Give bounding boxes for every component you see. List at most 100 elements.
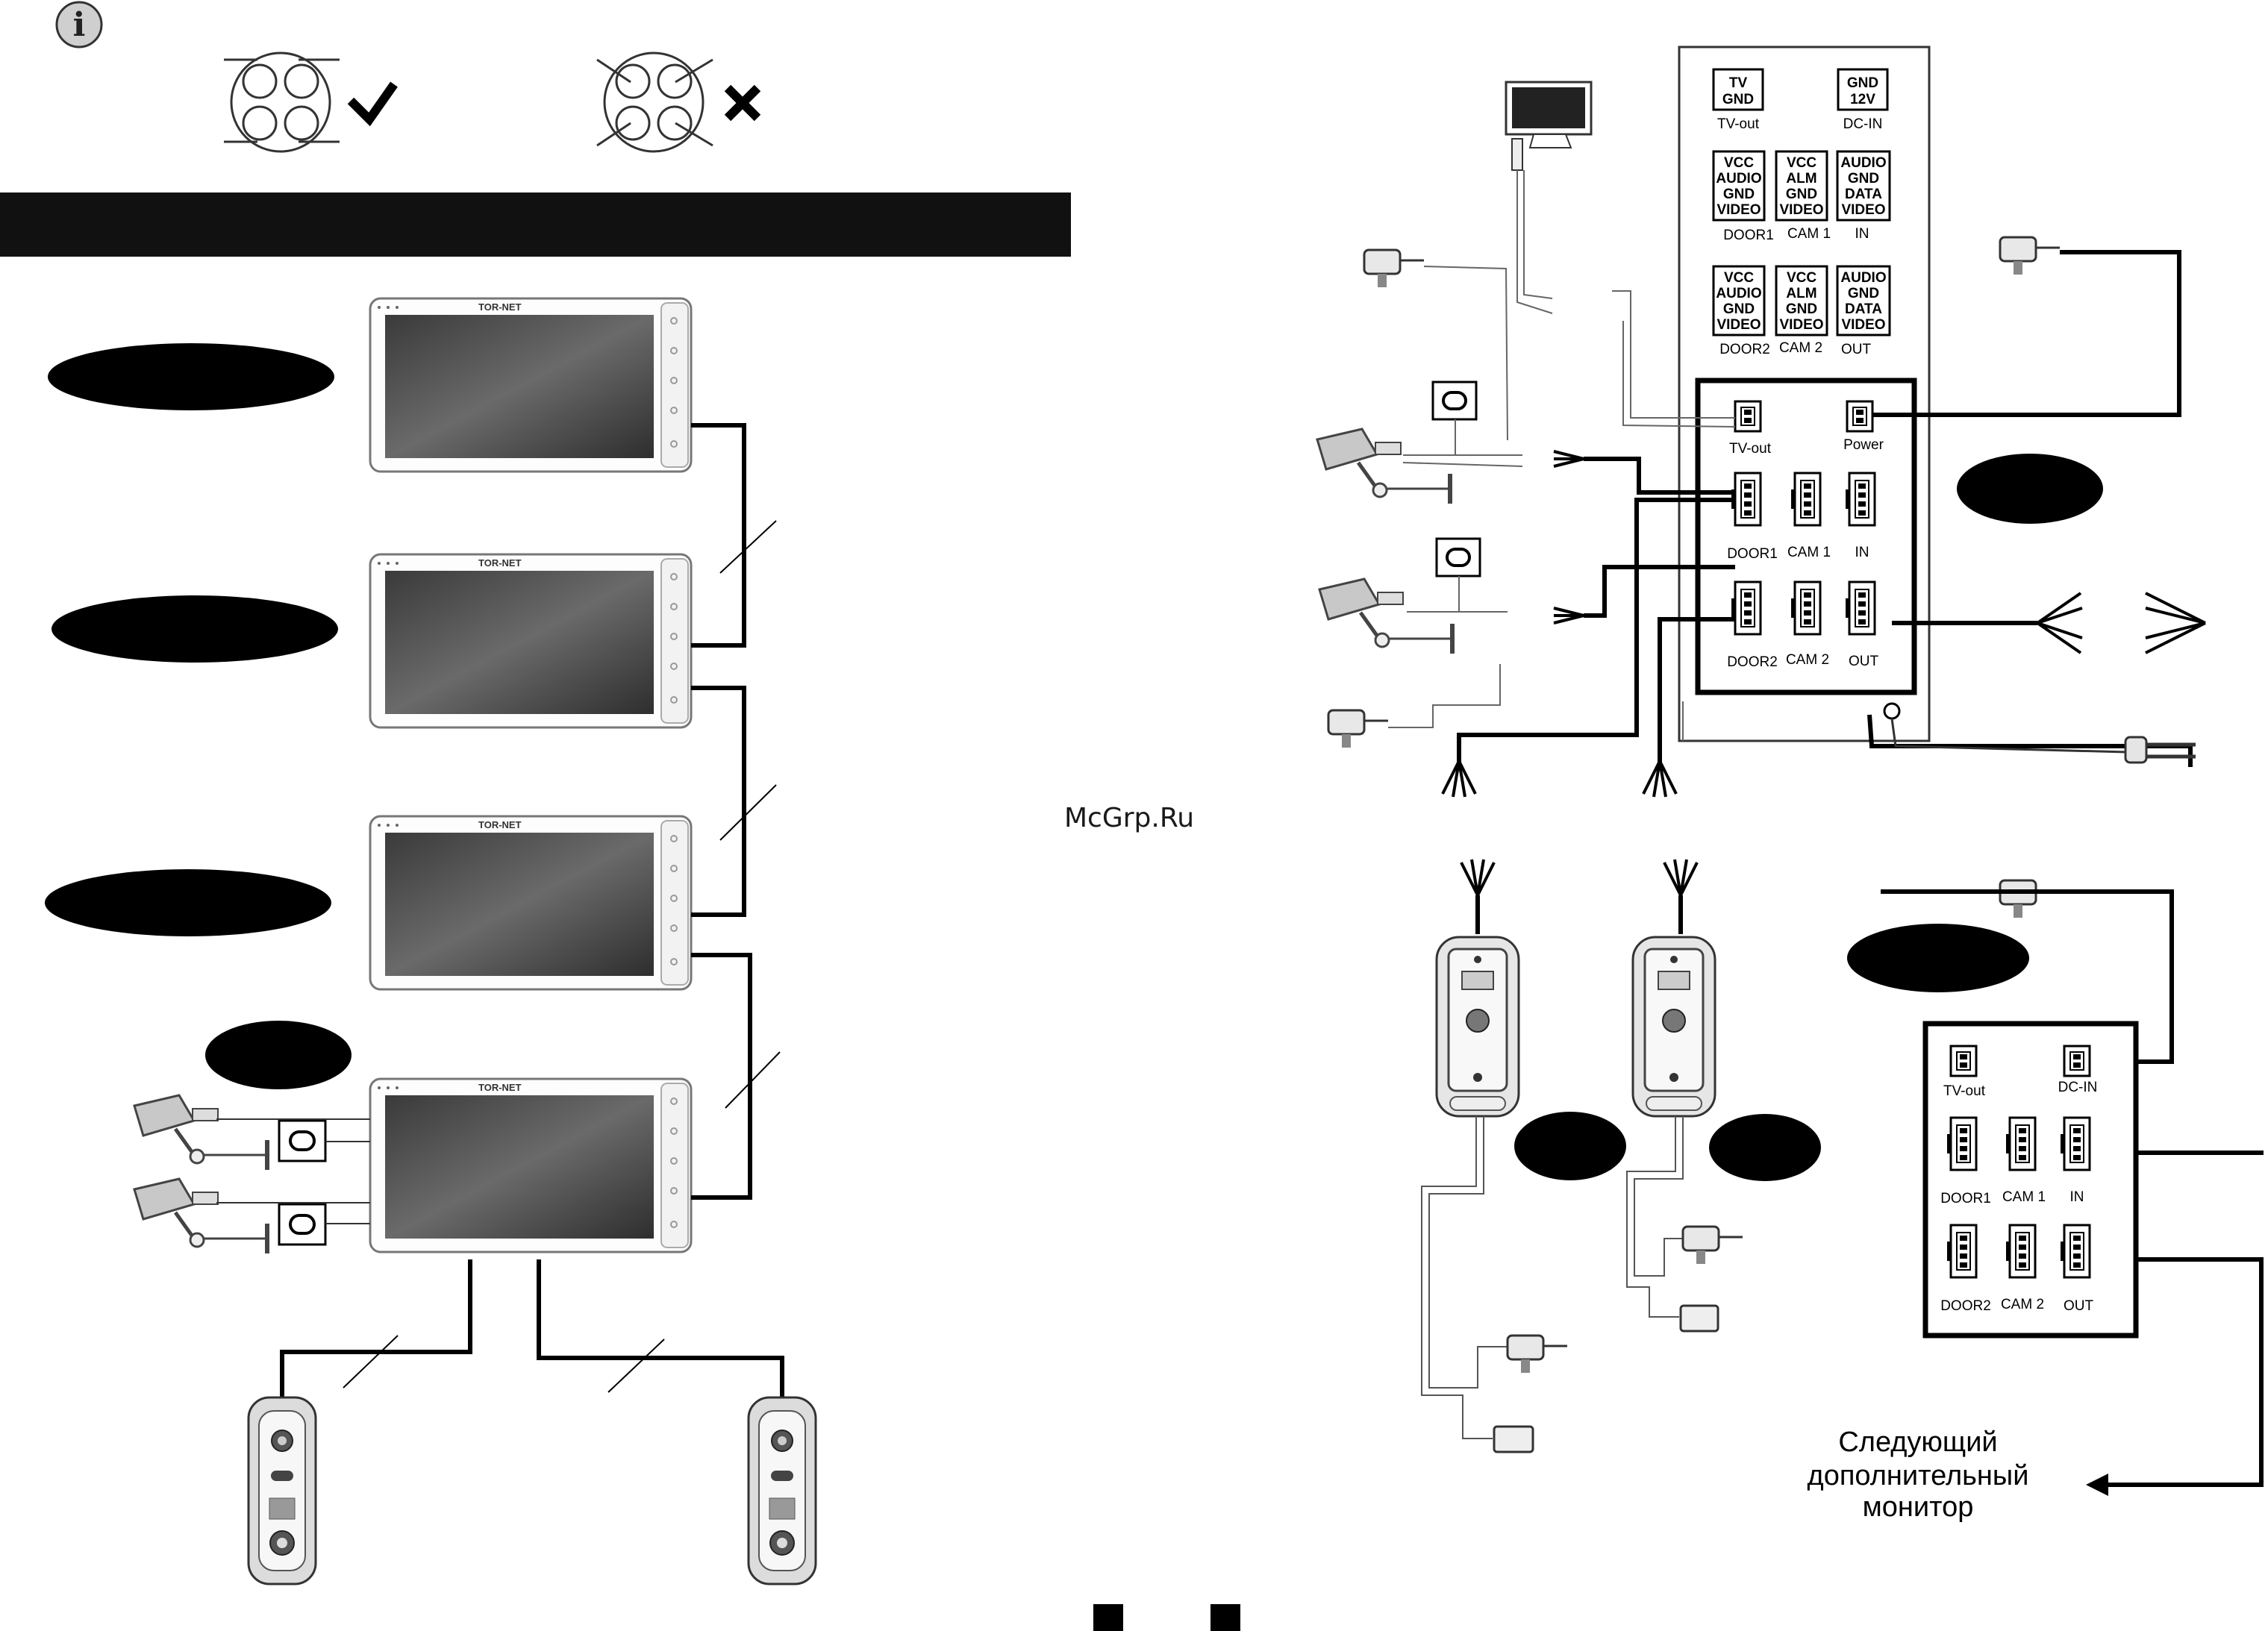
label-oval-4 [205, 1021, 352, 1089]
label-oval-right-1 [1957, 454, 2103, 524]
door2-line-4: VIDEO [1716, 317, 1761, 333]
extra-cam1-label: CAM 1 [2002, 1189, 2046, 1205]
call-panel-left-2 [747, 1396, 817, 1585]
thick-wires-right [1457, 250, 2264, 1487]
section-header-bar [0, 192, 1071, 257]
out-line-1: AUDIO [1840, 270, 1886, 286]
dc-line-1: GND [1847, 75, 1878, 91]
door1-line-4: VIDEO [1716, 202, 1761, 218]
port-door2: DOOR2 [1727, 580, 1778, 670]
door1-caption: DOOR1 [1723, 228, 1774, 243]
next-monitor-line-1: Следующий [1838, 1427, 1997, 1458]
label-box-in: AUDIO GND DATA VIDEO IN [1836, 150, 1891, 242]
port-cam2-label: CAM 2 [1786, 652, 1829, 668]
port-panel-main [1695, 378, 1917, 695]
label-box-dc: GND 12V DC-IN [1837, 68, 1889, 132]
monitor-2: TOR-NET [369, 553, 693, 729]
door1-line-1: VCC [1724, 155, 1754, 171]
power-adapter-extra [1999, 879, 2061, 919]
cam1-line-3: GND [1786, 187, 1817, 202]
watermark: McGrp.Ru [1064, 803, 1194, 833]
in-line-4: VIDEO [1841, 202, 1885, 218]
arrow-next-monitor [2086, 1474, 2108, 1496]
cam1-line-1: VCC [1787, 155, 1816, 171]
monitor-1: TOR-NET [369, 297, 693, 473]
wire-fan-1 [1441, 760, 1477, 798]
port-cam1-label: CAM 1 [1787, 545, 1831, 560]
in-line-3: DATA [1845, 187, 1882, 202]
lock-right-2 [1679, 1304, 1719, 1333]
fan-stems [1475, 895, 1683, 934]
info-icon: i [55, 1, 103, 48]
port-door1: DOOR1 [1727, 472, 1778, 562]
label-box-tv: TV GND TV-out [1712, 68, 1764, 132]
page-marker-left [1093, 1604, 1123, 1631]
door1-line-3: GND [1723, 187, 1755, 202]
camera-box-left-2 [278, 1203, 327, 1246]
port-power: Power [1843, 400, 1884, 453]
label-box-cam1: VCC ALM GND VIDEO CAM 1 [1775, 150, 1831, 242]
page-marker-right [1210, 1604, 1240, 1631]
monitor-brand: TOR-NET [478, 301, 522, 313]
power-adapter-bottom-left [1327, 709, 1390, 749]
camera-left-1 [134, 1095, 269, 1170]
mains-plug [1890, 718, 2196, 764]
svg-text:i: i [73, 6, 86, 44]
extra-out-label: OUT [2064, 1298, 2094, 1314]
label-oval-2 [51, 595, 338, 663]
dc-line-2: 12V [1850, 92, 1875, 107]
call-panel-right-1 [1435, 936, 1520, 1118]
camera-cables-left [216, 1118, 370, 1224]
out-line-3: DATA [1845, 301, 1882, 317]
port-cam2: CAM 2 [1786, 580, 1829, 668]
adapter-panel-right-2 [1681, 1225, 1744, 1265]
cable-tick-marks [343, 520, 781, 1393]
connector-wrong-illustration [596, 51, 713, 153]
extra-door2-label: DOOR2 [1940, 1298, 1991, 1314]
label-box-door1: VCC AUDIO GND VIDEO DOOR1 [1712, 150, 1774, 243]
monitor-3: TOR-NET [369, 815, 693, 991]
cam2-line-4: VIDEO [1779, 317, 1823, 333]
chain-wires [280, 423, 784, 1406]
label-box-cam2: VCC ALM GND VIDEO CAM 2 [1775, 265, 1828, 356]
cam2-line-1: VCC [1787, 270, 1816, 286]
port-door1-label: DOOR1 [1727, 546, 1778, 562]
door2-line-3: GND [1723, 301, 1755, 317]
monitor-brand: TOR-NET [478, 557, 522, 569]
port-cam1: CAM 1 [1787, 472, 1831, 560]
camera-right-1 [1317, 429, 1452, 504]
call-panel-left-1 [247, 1396, 317, 1585]
extra-port-tvout: TV-out [1943, 1045, 1986, 1099]
door2-caption: DOOR2 [1719, 342, 1770, 357]
out-caption: OUT [1841, 342, 1872, 357]
extra-port-door2: DOOR2 [1940, 1224, 1991, 1314]
next-monitor-line-2: дополнительный [1808, 1460, 2029, 1491]
label-oval-right-3 [1514, 1112, 1626, 1180]
next-monitor-line-3: монитор [1863, 1491, 1974, 1523]
cross-icon [724, 84, 761, 122]
extra-cam2-label: CAM 2 [2001, 1297, 2044, 1312]
wire-fan-3 [1460, 858, 1496, 897]
extra-port-out: OUT [2059, 1224, 2094, 1314]
call-panel-right-2 [1631, 936, 1716, 1118]
tv-line-2: GND [1722, 92, 1754, 107]
cam1-line-2: ALM [1786, 171, 1816, 187]
unit-screw [1883, 702, 1901, 720]
in-line-1: AUDIO [1840, 155, 1886, 171]
extra-port-dcin: DC-IN [2058, 1045, 2098, 1095]
lock-right-1 [1493, 1425, 1534, 1453]
extra-dcin-label: DC-IN [2058, 1080, 2098, 1095]
out-line-4: VIDEO [1841, 317, 1885, 333]
extra-tvout-label: TV-out [1943, 1083, 1986, 1099]
extra-port-door1: DOOR1 [1940, 1116, 1991, 1206]
check-icon [347, 81, 398, 127]
power-adapter-top-left [1363, 248, 1425, 289]
in-caption: IN [1855, 226, 1869, 242]
extra-door1-label: DOOR1 [1940, 1191, 1991, 1206]
adapter-panel-right-1 [1506, 1334, 1569, 1374]
connector-correct-illustration [224, 51, 340, 153]
cam1-line-4: VIDEO [1779, 202, 1823, 218]
label-oval-1 [48, 343, 334, 410]
port-door2-label: DOOR2 [1727, 654, 1778, 670]
wire-fan-out [1553, 450, 2206, 654]
